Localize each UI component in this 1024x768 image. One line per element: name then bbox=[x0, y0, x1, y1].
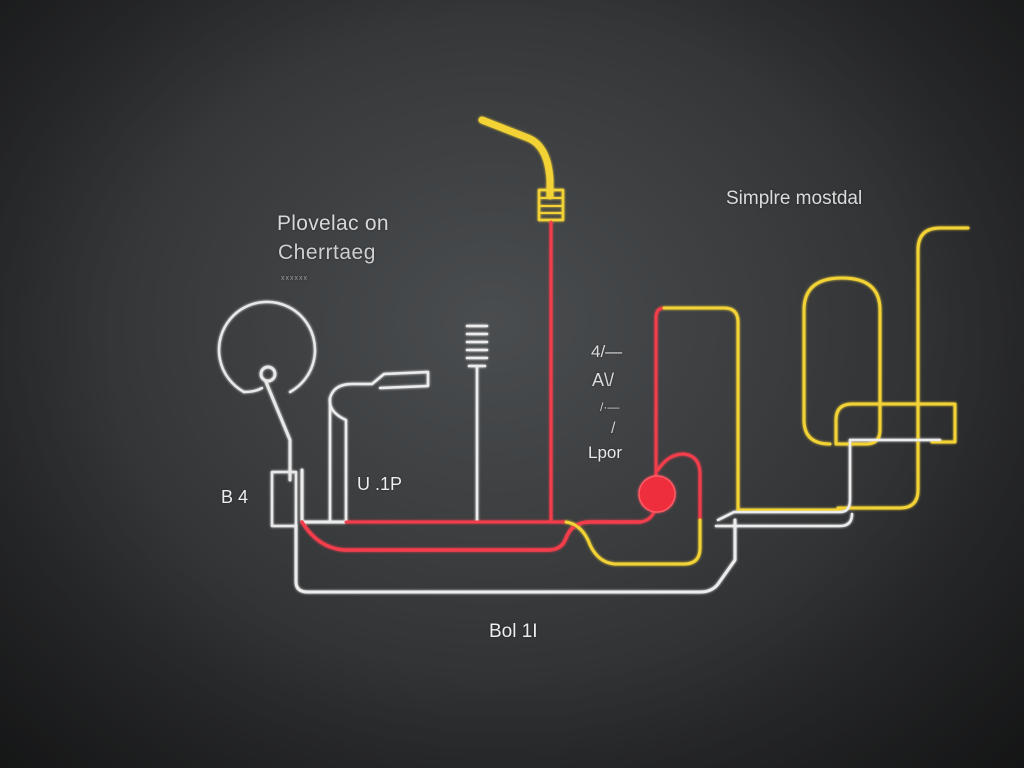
yellow-wire-long-curve bbox=[836, 226, 970, 510]
left-title-line2: Cherrtaeg bbox=[278, 241, 376, 264]
white-wire-right-box bbox=[714, 512, 854, 528]
label-mu: /·— bbox=[600, 400, 620, 414]
label-u1p: U .1P bbox=[357, 474, 403, 494]
red-node-icon bbox=[638, 475, 676, 513]
label-slash: / bbox=[611, 420, 616, 437]
left-title-subtext: xxxxxx bbox=[281, 275, 308, 282]
red-wire-riser bbox=[638, 306, 666, 524]
white-wire-right bbox=[716, 438, 852, 522]
right-title: Simplre mostdal bbox=[726, 188, 863, 209]
red-wire-loop bbox=[656, 452, 702, 522]
gauge-circle-icon bbox=[217, 300, 317, 528]
yellow-wire-box bbox=[834, 402, 957, 446]
label-lpor: Lpor bbox=[588, 443, 623, 462]
white-wire-left bbox=[300, 468, 348, 524]
label-av: A\/ bbox=[592, 370, 615, 390]
connector-plug-icon bbox=[478, 116, 565, 222]
yellow-wire-top-loop bbox=[662, 306, 740, 512]
yellow-wire-bottom bbox=[564, 518, 702, 566]
left-title-line1: Plovelac on bbox=[277, 212, 389, 235]
antenna-icon bbox=[465, 324, 489, 522]
label-b4: B 4 bbox=[221, 487, 249, 507]
yellow-wire-left-loop bbox=[802, 276, 882, 446]
label-bol: Bol 1I bbox=[489, 621, 538, 642]
white-wire-lower-loop bbox=[294, 518, 737, 594]
probe-icon bbox=[328, 370, 430, 524]
label-a4: 4/— bbox=[591, 342, 623, 361]
